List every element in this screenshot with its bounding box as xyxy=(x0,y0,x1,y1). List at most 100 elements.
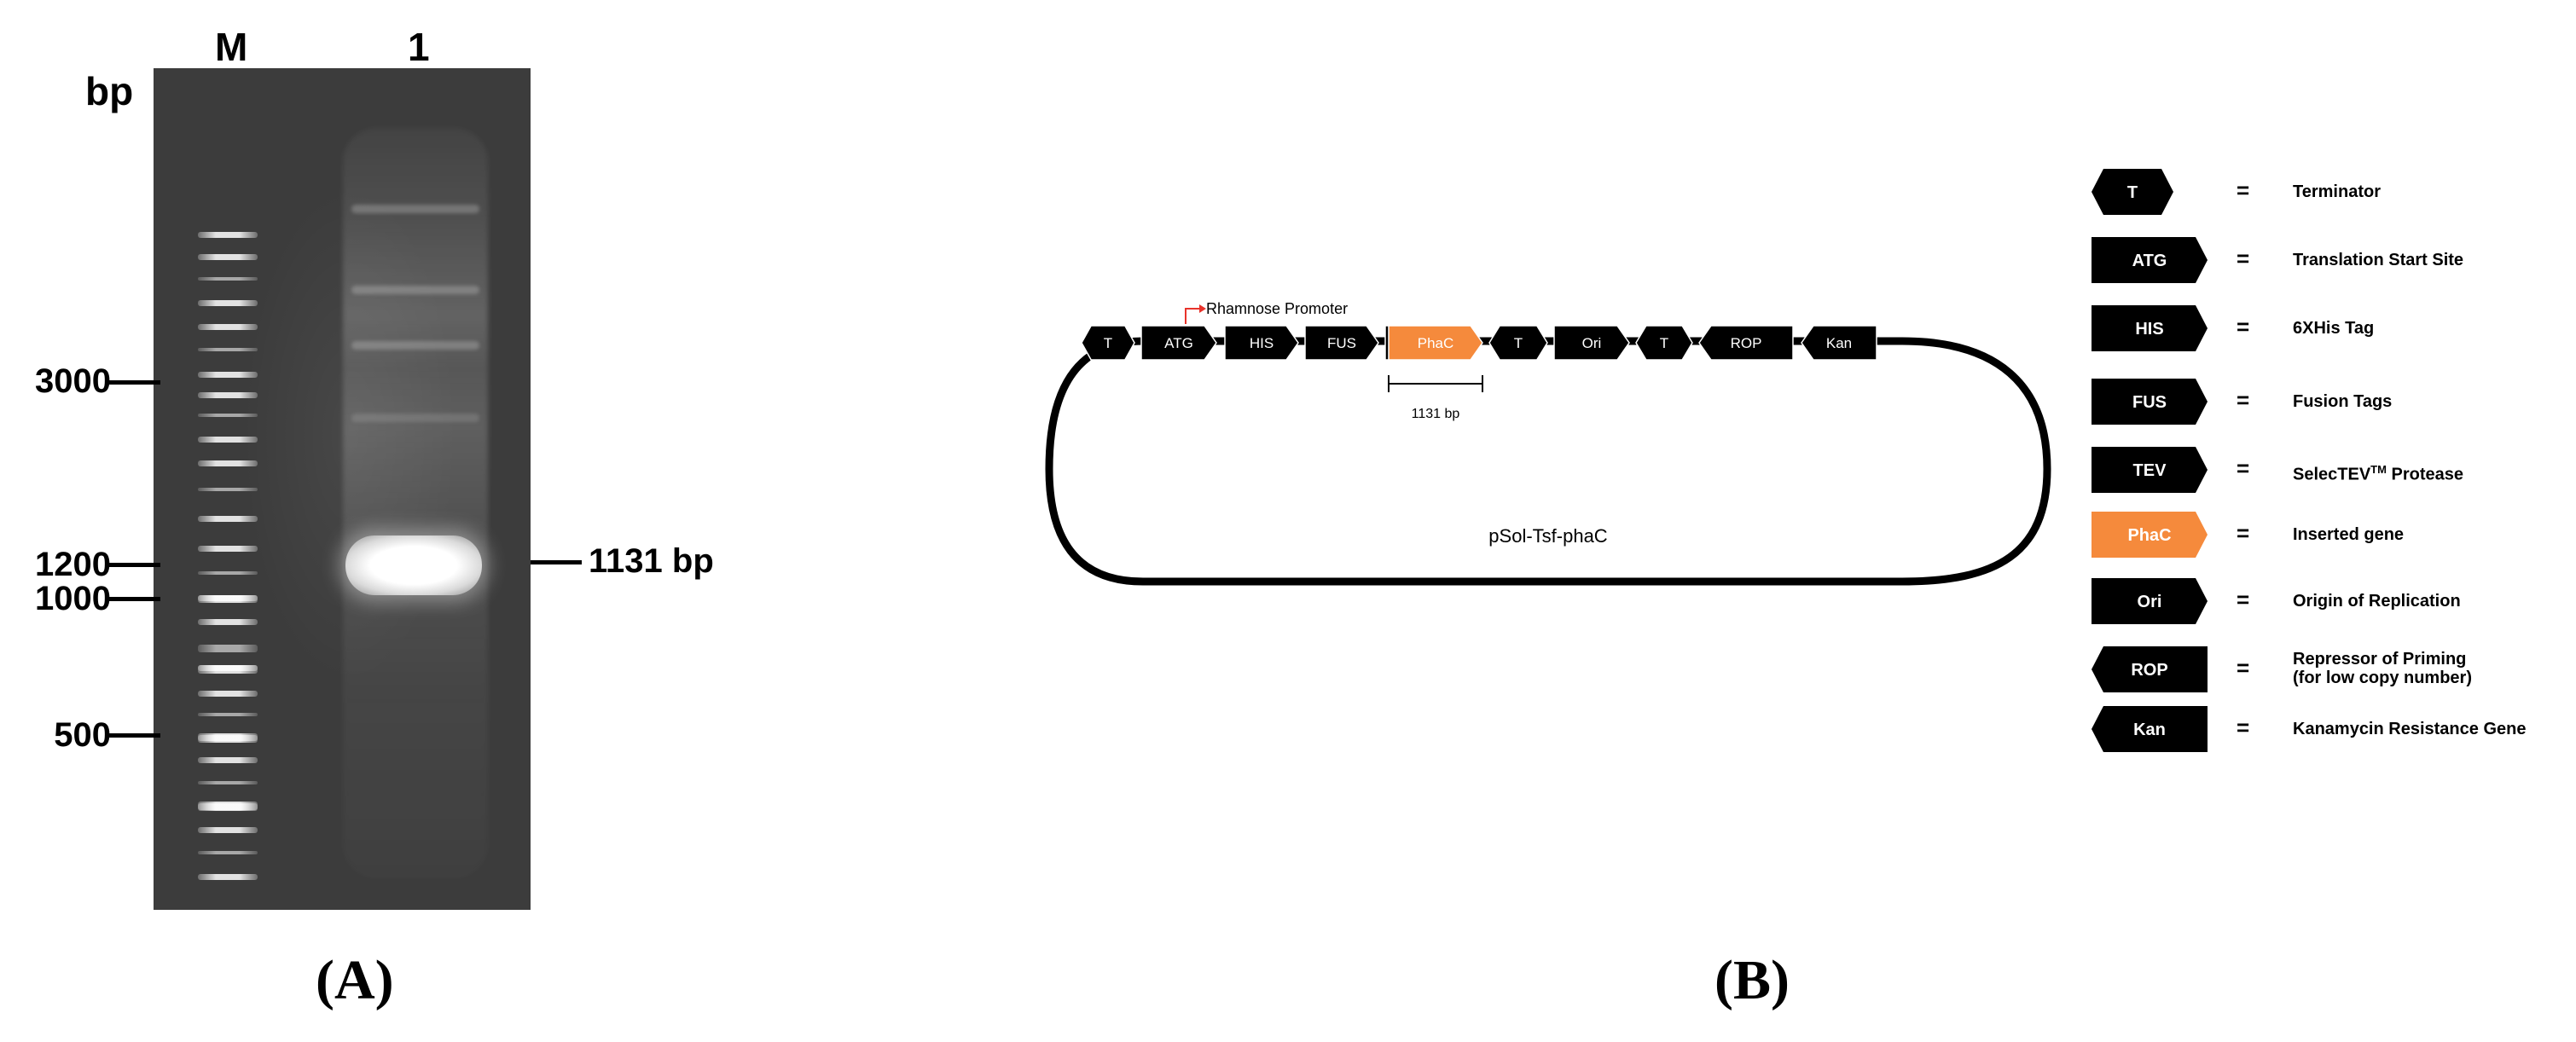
feature-label: HIS xyxy=(1250,335,1273,351)
lane-label-sample: 1 xyxy=(408,25,430,69)
ladder-band xyxy=(198,757,258,763)
legend-description: Terminator xyxy=(2293,182,2381,201)
ladder-band xyxy=(198,874,258,880)
legend-his-shape: HIS xyxy=(2090,304,2218,353)
feature-fus-shape xyxy=(1304,325,1379,361)
feature-label: FUS xyxy=(1327,335,1356,351)
panel-b-caption: (B) xyxy=(1714,949,1790,1011)
legend-shape-label: TEV xyxy=(2133,461,2167,480)
feature-atg-shape xyxy=(1140,325,1217,361)
insert-size-label: 1131 bp xyxy=(1412,407,1460,421)
ladder-band xyxy=(198,546,258,552)
band-tick xyxy=(531,560,582,564)
feature-label: T xyxy=(1514,335,1523,351)
legend-shape-label: Ori xyxy=(2138,593,2162,611)
legend-description: Origin of Replication xyxy=(2293,592,2461,611)
ladder-band xyxy=(198,851,258,854)
legend-shape-label: ROP xyxy=(2131,661,2167,680)
legend-description: Kanamycin Resistance Gene xyxy=(2293,720,2527,738)
pcr-product-band xyxy=(345,535,482,595)
legend-tev-shape: TEV xyxy=(2090,445,2218,495)
ladder-band xyxy=(198,619,258,625)
feature-label: Ori xyxy=(1582,335,1602,351)
ladder-band xyxy=(198,571,258,575)
legend-ori-shape: Ori xyxy=(2090,576,2218,626)
ladder-band xyxy=(198,595,258,603)
legend-shape-label: ATG xyxy=(2132,252,2167,270)
legend-equals: = xyxy=(2237,715,2250,740)
legend-equals: = xyxy=(2237,655,2250,680)
promoter-label: Rhamnose Promoter xyxy=(1206,300,1348,317)
marker-tick-1000 xyxy=(109,597,160,601)
ladder-band xyxy=(198,645,258,652)
legend-t-shape: T xyxy=(2090,167,2218,217)
marker-label-3000: 3000 xyxy=(35,362,111,400)
legend-fus-shape: FUS xyxy=(2090,377,2218,426)
feature-label: Kan xyxy=(1826,335,1852,351)
ladder-band xyxy=(198,277,258,281)
promoter-arrow-icon xyxy=(1185,308,1201,324)
ladder-band xyxy=(198,713,258,716)
legend-shape-label: PhaC xyxy=(2127,526,2171,545)
ladder-band xyxy=(198,254,258,260)
legend-equals: = xyxy=(2237,246,2250,271)
feature-row: TATGHISFUSTEVPhaCTOriTROPKan xyxy=(1081,325,1877,361)
legend-description: SelecTEVTM Protease xyxy=(2293,463,2464,484)
promoter-arrowhead-icon xyxy=(1199,304,1206,313)
ladder-band xyxy=(198,733,258,741)
feature-t-shape xyxy=(1635,325,1693,361)
ladder-band xyxy=(198,665,258,674)
legend-equals: = xyxy=(2237,455,2250,481)
smear-band xyxy=(351,286,479,294)
legend-rop-shape: ROP xyxy=(2090,645,2218,694)
legend-description: Translation Start Site xyxy=(2293,251,2464,269)
ladder-band xyxy=(198,348,258,351)
feature-phac-shape xyxy=(1388,325,1483,361)
feature-t-shape xyxy=(1488,325,1548,361)
ladder-band xyxy=(198,781,258,784)
legend-equals: = xyxy=(2237,520,2250,546)
ladder-band xyxy=(198,300,258,306)
panel-a-caption: (A) xyxy=(316,949,394,1011)
legend-shape-label: HIS xyxy=(2135,320,2163,339)
unit-label: bp xyxy=(85,69,134,113)
legend-shape-label: FUS xyxy=(2132,393,2167,412)
marker-tick-3000 xyxy=(109,380,160,385)
sample-smear xyxy=(343,128,488,878)
marker-tick-1200 xyxy=(109,563,160,567)
ladder-band xyxy=(198,372,258,378)
feature-t-shape xyxy=(1081,325,1135,361)
feature-ori-shape xyxy=(1553,325,1630,361)
ladder-band xyxy=(198,324,258,330)
legend-phac-shape: PhaC xyxy=(2090,510,2218,559)
feature-label: ROP xyxy=(1731,335,1762,351)
ladder-band xyxy=(198,414,258,417)
legend-description: 6XHis Tag xyxy=(2293,319,2375,338)
legend-description: Fusion Tags xyxy=(2293,392,2393,411)
feature-label: T xyxy=(1660,335,1668,351)
ladder-band xyxy=(198,437,258,443)
legend-description: Inserted gene xyxy=(2293,525,2405,544)
ladder-band xyxy=(198,460,258,466)
marker-label-500: 500 xyxy=(54,716,111,754)
feature-rop-shape xyxy=(1698,325,1794,361)
plasmid-backbone xyxy=(1045,337,2051,586)
smear-band xyxy=(351,414,479,422)
smear-band xyxy=(351,341,479,350)
ladder-band xyxy=(198,488,258,491)
band-size-label: 1131 bp xyxy=(589,542,714,580)
ladder-band xyxy=(198,691,258,697)
plasmid-name: pSol-Tsf-phaC xyxy=(1488,525,1608,547)
legend-equals: = xyxy=(2237,177,2250,203)
legend-equals: = xyxy=(2237,387,2250,413)
legend-equals: = xyxy=(2237,314,2250,339)
feature-label: PhaC xyxy=(1418,335,1454,351)
marker-label-1200: 1200 xyxy=(35,546,111,583)
ladder-band xyxy=(198,232,258,238)
legend-description: Repressor of Priming(for low copy number… xyxy=(2293,650,2472,687)
lane-label-marker: M xyxy=(215,25,248,69)
plasmid-map: TATGHISFUSTEVPhaCTOriTROPKan Rhamnose Pr… xyxy=(1045,300,2051,586)
legend-equals: = xyxy=(2237,587,2250,612)
feature-label: T xyxy=(1104,335,1112,351)
marker-tick-500 xyxy=(109,733,160,738)
